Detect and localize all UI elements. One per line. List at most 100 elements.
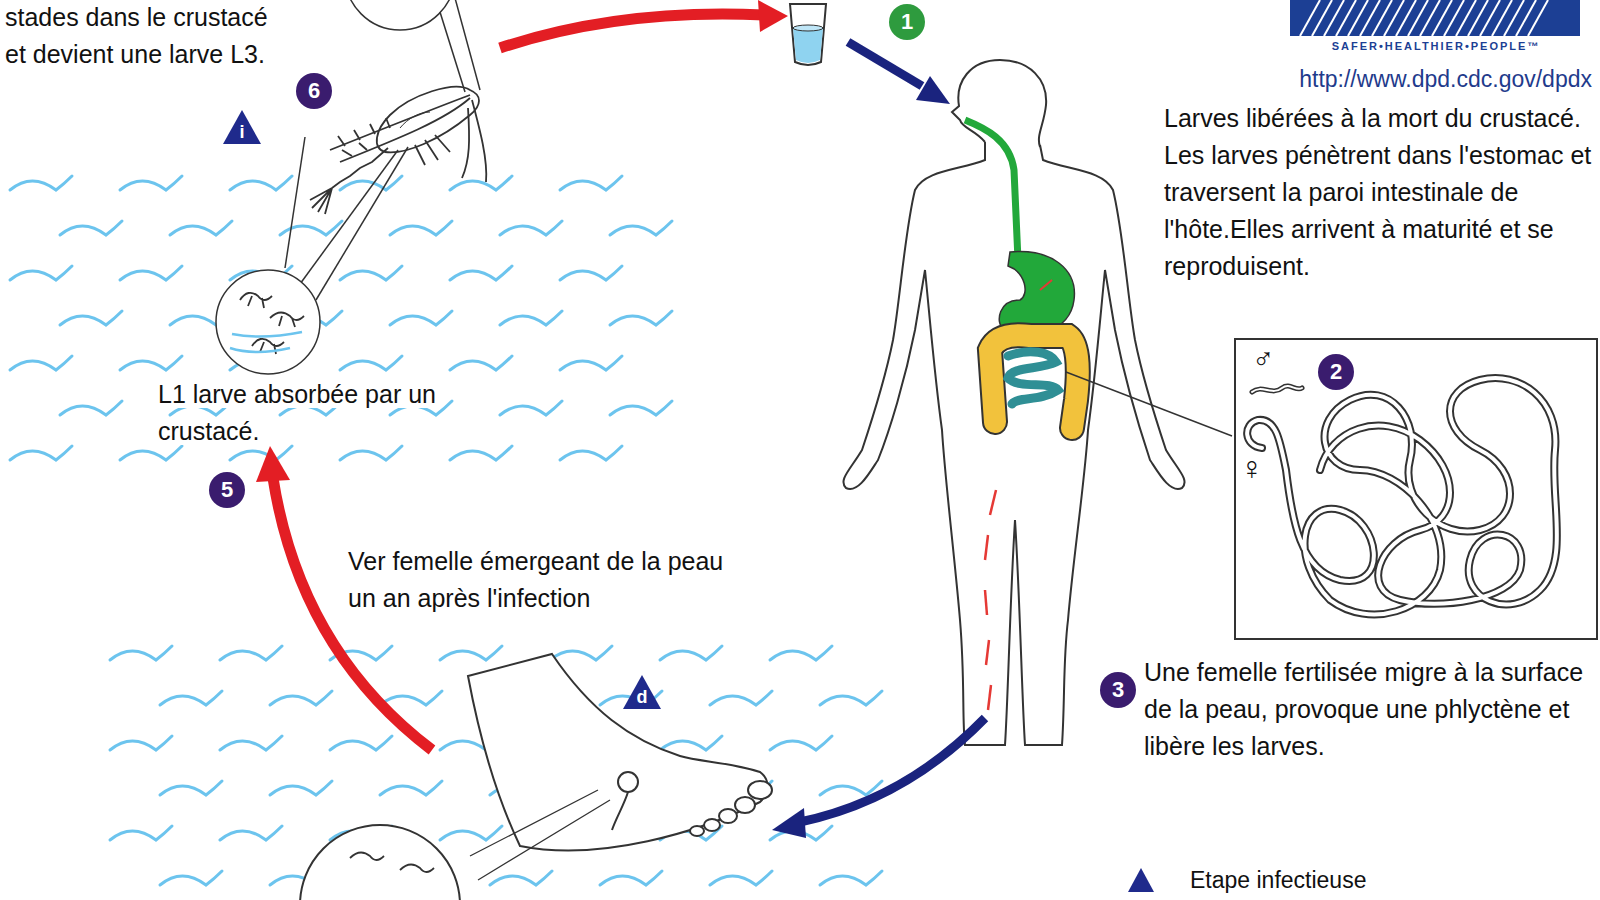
callout-number-holder: 1 bbox=[889, 4, 925, 40]
diagnostic-stage-mark-holder: d bbox=[621, 673, 663, 711]
wave bbox=[820, 871, 882, 885]
wave bbox=[560, 356, 622, 370]
wave bbox=[340, 266, 402, 280]
wave bbox=[160, 781, 222, 795]
infective-stage-mark-holder: i bbox=[221, 108, 263, 146]
wave bbox=[120, 176, 182, 190]
wave bbox=[120, 356, 182, 370]
step-text: Ver femelle émergeant de la peau un an a… bbox=[348, 547, 723, 612]
wave bbox=[340, 446, 402, 460]
wave bbox=[500, 221, 562, 235]
wave bbox=[110, 736, 172, 750]
adult-worms bbox=[1247, 378, 1557, 614]
step-text-holder: Une femelle fertilisée migre à la surfac… bbox=[1144, 654, 1596, 765]
digestive-system bbox=[965, 120, 1078, 428]
step-text: L1 larve absorbée par un crustacé. bbox=[158, 380, 436, 445]
callout-number: 1 bbox=[901, 9, 913, 34]
wave bbox=[500, 401, 562, 415]
wave bbox=[500, 311, 562, 325]
wave bbox=[560, 446, 622, 460]
wave bbox=[710, 871, 772, 885]
wave bbox=[610, 401, 672, 415]
wave bbox=[560, 176, 622, 190]
logo-text-holder: SAFER•HEALTHIER•PEOPLE™ bbox=[1286, 40, 1586, 52]
water-waves bbox=[10, 176, 882, 885]
wave bbox=[340, 356, 402, 370]
wave bbox=[10, 266, 72, 280]
callout-number: 2 bbox=[1318, 354, 1354, 390]
wave bbox=[60, 221, 122, 235]
wave bbox=[120, 446, 182, 460]
wave bbox=[820, 691, 882, 705]
wave bbox=[660, 736, 722, 750]
callout-number-holder: 5 bbox=[209, 472, 245, 508]
wave bbox=[10, 176, 72, 190]
wave bbox=[710, 691, 772, 705]
wave bbox=[450, 446, 512, 460]
callout-number: 6 bbox=[308, 78, 320, 103]
step-text-holder: L1 larve absorbée par un crustacé. bbox=[158, 376, 468, 450]
legend-text: Etape infectieuse bbox=[1190, 867, 1366, 893]
wave bbox=[110, 826, 172, 840]
wave bbox=[450, 356, 512, 370]
logo-stripes bbox=[1290, 0, 1580, 36]
wave bbox=[230, 446, 292, 460]
leader-line bbox=[1066, 372, 1232, 436]
legend-triangle bbox=[1126, 866, 1156, 894]
wave bbox=[160, 871, 222, 885]
wave bbox=[390, 221, 452, 235]
step-text-holder: Larves libérées à la mort du crustacé. L… bbox=[1164, 100, 1596, 285]
wave bbox=[60, 401, 122, 415]
step-text-holder: stades dans le crustacé et devient une l… bbox=[5, 0, 275, 73]
wave bbox=[330, 736, 392, 750]
wave bbox=[770, 646, 832, 660]
wave bbox=[120, 266, 182, 280]
diagnostic-stage-mark: d bbox=[621, 673, 663, 707]
infective-stage-mark: i bbox=[221, 108, 263, 142]
wave bbox=[600, 871, 662, 885]
step-text-holder: Ver femelle émergeant de la peau un an a… bbox=[348, 543, 738, 617]
wave bbox=[170, 221, 232, 235]
wave bbox=[380, 781, 442, 795]
wave bbox=[220, 736, 282, 750]
water-glass bbox=[790, 4, 826, 65]
wave bbox=[610, 221, 672, 235]
step-text: Larves libérées à la mort du crustacé. L… bbox=[1164, 104, 1591, 280]
wave bbox=[380, 691, 442, 705]
wave bbox=[450, 266, 512, 280]
wave bbox=[820, 781, 882, 795]
red-arrow bbox=[500, 0, 788, 48]
callout-number: 3 bbox=[1112, 677, 1124, 702]
wave bbox=[550, 646, 612, 660]
wave bbox=[490, 871, 552, 885]
wave bbox=[770, 736, 832, 750]
wave bbox=[10, 446, 72, 460]
wave bbox=[660, 646, 722, 660]
sex-symbol: ♀ bbox=[1240, 450, 1264, 487]
step-text: stades dans le crustacé et devient une l… bbox=[5, 3, 268, 68]
migration-marks bbox=[985, 490, 996, 710]
human-body bbox=[843, 60, 1184, 745]
wave bbox=[280, 221, 342, 235]
callout-number-holder: 3 bbox=[1100, 672, 1136, 708]
wave bbox=[60, 311, 122, 325]
source-url: http://www.dpd.cdc.gov/dpdx bbox=[1299, 66, 1592, 92]
wave bbox=[440, 826, 502, 840]
worm-box-ground bbox=[1234, 338, 1598, 640]
wave bbox=[610, 311, 672, 325]
wave bbox=[220, 646, 282, 660]
wave bbox=[160, 691, 222, 705]
wave bbox=[230, 176, 292, 190]
wave bbox=[220, 826, 282, 840]
wave bbox=[110, 646, 172, 660]
wave bbox=[560, 266, 622, 280]
wave bbox=[10, 356, 72, 370]
wave bbox=[390, 311, 452, 325]
worm-box: ♂2♀ bbox=[1234, 338, 1598, 640]
step-text: Une femelle fertilisée migre à la surfac… bbox=[1144, 658, 1583, 760]
larvae bbox=[230, 293, 304, 354]
legend-entry: Etape infectieuse bbox=[1126, 866, 1366, 894]
callout-number: 5 bbox=[221, 477, 233, 502]
logo-text: SAFER•HEALTHIER•PEOPLE™ bbox=[1332, 40, 1541, 52]
